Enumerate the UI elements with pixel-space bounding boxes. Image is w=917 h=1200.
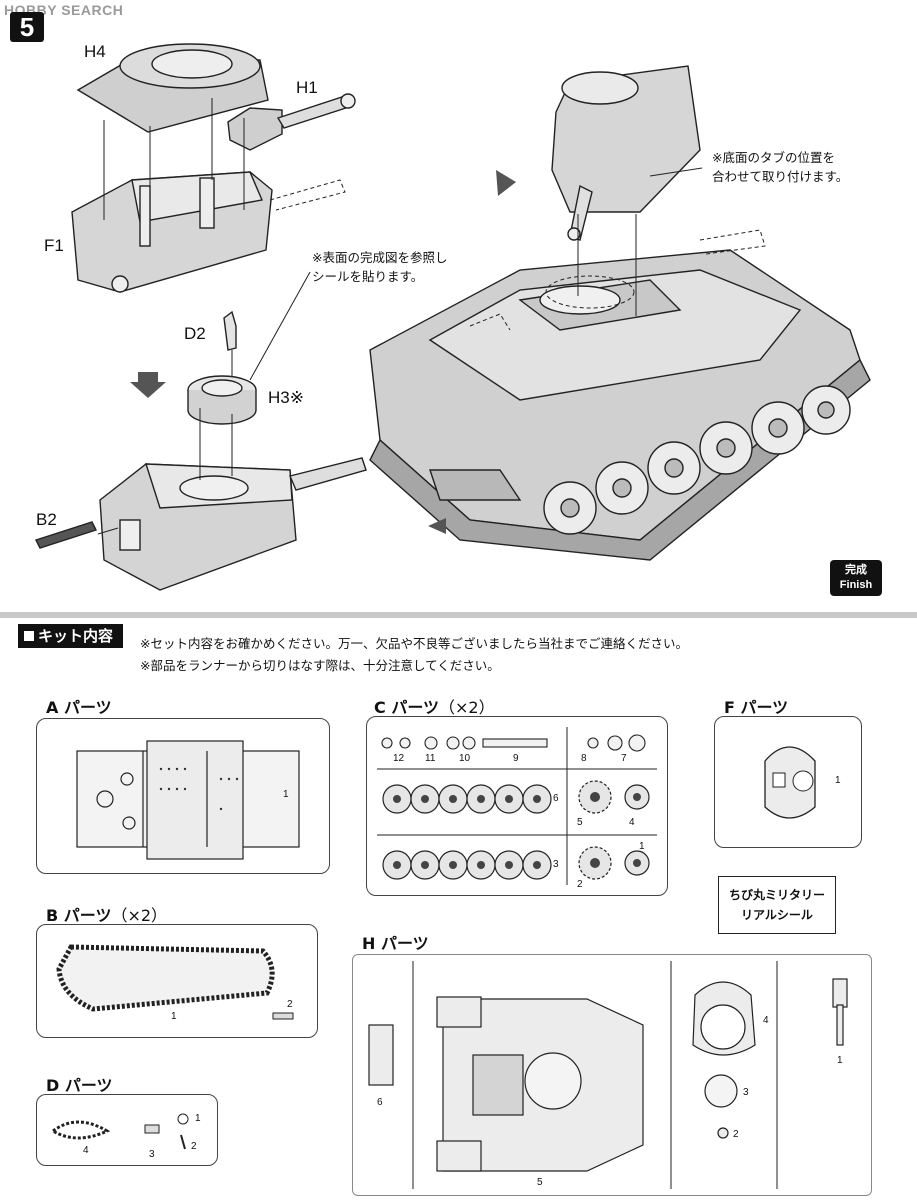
- kit-note-1: ※セット内容をお確かめください。万一、欠品や不良等ございましたら当社までご連絡く…: [140, 636, 688, 651]
- part-number: 2: [577, 879, 583, 890]
- part-number: 6: [553, 793, 559, 804]
- section-title-h: H パーツ: [362, 934, 429, 953]
- section-title-f: F パーツ: [724, 698, 789, 717]
- tank-finished: [369, 249, 871, 561]
- part-number: 9: [513, 753, 519, 764]
- parts-box-b: 1 2: [36, 924, 318, 1038]
- part-number: 3: [149, 1149, 155, 1160]
- part-number: 2: [733, 1129, 739, 1140]
- label-b2: B2: [36, 510, 57, 529]
- runner-b-drawing: [56, 944, 294, 1020]
- part-number: 1: [283, 789, 289, 800]
- part-number: 1: [837, 1055, 843, 1066]
- label-h3: H3※: [268, 388, 304, 407]
- part-number: 5: [537, 1177, 543, 1188]
- runner-c-drawing: [377, 727, 657, 885]
- section-title-c: C パーツ（×2）: [374, 698, 495, 717]
- parts-box-d: 4 3 1 2: [36, 1094, 218, 1166]
- part-number: 10: [459, 753, 471, 764]
- part-number: 1: [171, 1011, 177, 1022]
- part-number: 4: [763, 1015, 769, 1026]
- parts-box-f: 1: [714, 716, 862, 848]
- finish-badge: 完成 Finish: [830, 560, 882, 596]
- parts-box-a: 1: [36, 718, 330, 874]
- kit-note-2: ※部品をランナーから切りはなす際は、十分注意してください。: [140, 658, 500, 673]
- part-h1-gun: [227, 93, 356, 151]
- section-title-b: B パーツ（×2）: [46, 906, 168, 925]
- step-number-badge: 5: [10, 12, 44, 42]
- section-title-a: A パーツ: [46, 698, 112, 717]
- turret-top-right: [551, 65, 701, 241]
- part-number: 4: [629, 817, 635, 828]
- parts-box-c: 12 11 10 9 8 7 6 5 4 3 2 1: [366, 716, 668, 896]
- sticker-sheet-label: ちび丸ミリタリー リアルシール: [718, 876, 836, 934]
- kit-contents-heading: キット内容: [18, 624, 124, 648]
- section-divider: [0, 612, 917, 618]
- part-number: 11: [425, 753, 436, 764]
- turret-assembled: [99, 457, 367, 591]
- label-d2: D2: [184, 324, 206, 343]
- part-number: 7: [621, 753, 627, 764]
- label-f1: F1: [44, 236, 64, 255]
- part-number: 2: [191, 1141, 197, 1152]
- part-number: 1: [639, 841, 645, 852]
- part-number: 4: [83, 1145, 89, 1156]
- assembly-diagram: [35, 43, 871, 591]
- part-f1-turret-body: [71, 171, 273, 293]
- part-number: 1: [835, 775, 841, 786]
- runner-a-drawing: [76, 740, 300, 860]
- part-number: 2: [287, 999, 293, 1010]
- runner-f-drawing: [764, 746, 816, 819]
- runner-h-drawing: [368, 961, 848, 1189]
- arrow-right-icon: [496, 170, 516, 196]
- part-number: 6: [377, 1097, 383, 1108]
- part-h3-hatch: [187, 375, 257, 425]
- part-d2: [223, 310, 237, 351]
- arrow-left-icon: [428, 518, 446, 534]
- part-h4-turret-roof: [76, 43, 269, 133]
- arrow-down-icon: [130, 372, 166, 398]
- label-h4: H4: [84, 42, 106, 61]
- sticker-note: ※表面の完成図を参照し シールを貼ります。: [312, 250, 448, 284]
- part-number: 8: [581, 753, 587, 764]
- part-number: 3: [553, 859, 559, 870]
- parts-box-h: 6 5 4 3 2 1: [352, 954, 872, 1196]
- tab-note: ※底面のタブの位置を 合わせて取り付けます。: [712, 150, 849, 184]
- section-title-d: D パーツ: [46, 1076, 113, 1095]
- runner-d-drawing: [50, 1113, 189, 1150]
- part-number: 1: [195, 1113, 201, 1124]
- part-b2: [35, 521, 97, 549]
- label-h1: H1: [296, 78, 318, 97]
- part-number: 5: [577, 817, 583, 828]
- part-number: 12: [393, 753, 405, 764]
- part-number: 3: [743, 1087, 749, 1098]
